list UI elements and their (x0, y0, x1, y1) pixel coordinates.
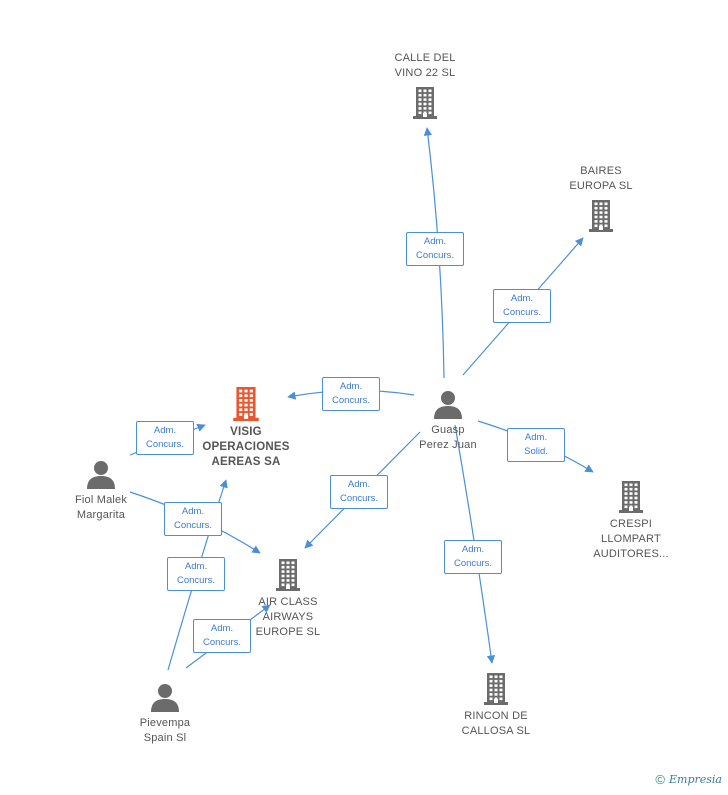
node-rincon[interactable]: RINCON DE CALLOSA SL (441, 673, 551, 739)
brand-name: Empresia (669, 773, 722, 786)
building-icon (618, 481, 644, 513)
node-label: CRESPI LLOMPART AUDITORES... (593, 518, 669, 560)
node-label: CALLE DEL VINO 22 SL (394, 52, 456, 79)
person-icon (433, 389, 463, 419)
person-icon (86, 459, 116, 489)
node-label: AIR CLASS AIRWAYS EUROPE SL (255, 596, 321, 638)
node-guasp[interactable]: Guasp Perez Juan (393, 389, 503, 453)
person-icon (150, 682, 180, 712)
node-pievempa[interactable]: Pievempa Spain Sl (110, 682, 220, 746)
node-airclass[interactable]: AIR CLASS AIRWAYS EUROPE SL (233, 559, 343, 640)
edge-label[interactable]: Adm. Concurs. (322, 377, 380, 411)
building-icon (588, 200, 614, 232)
node-label: Fiol Malek Margarita (74, 494, 128, 521)
node-fiol[interactable]: Fiol Malek Margarita (46, 459, 156, 523)
edge-label[interactable]: Adm. Concurs. (164, 502, 222, 536)
node-baires[interactable]: BAIRES EUROPA SL (546, 164, 656, 232)
edge-label[interactable]: Adm. Concurs. (444, 540, 502, 574)
footer-brand: © Empresia (655, 772, 722, 787)
edge-label[interactable]: Adm. Concurs. (136, 421, 194, 455)
node-label: VISIG OPERACIONES AEREAS SA (202, 426, 290, 468)
copyright-symbol: © (655, 772, 665, 787)
node-calle[interactable]: CALLE DEL VINO 22 SL (370, 51, 480, 119)
node-label: Guasp Perez Juan (419, 424, 477, 451)
edge-label[interactable]: Adm. Concurs. (493, 289, 551, 323)
node-label: RINCON DE CALLOSA SL (461, 710, 531, 737)
node-label: BAIRES EUROPA SL (569, 165, 633, 192)
edge-label[interactable]: Adm. Solid. (507, 428, 565, 462)
building-icon (275, 559, 301, 591)
edge-label[interactable]: Adm. Concurs. (406, 232, 464, 266)
edge-label[interactable]: Adm. Concurs. (193, 619, 251, 653)
building-icon (412, 87, 438, 119)
building-icon (483, 673, 509, 705)
node-crespi[interactable]: CRESPI LLOMPART AUDITORES... (576, 481, 686, 562)
building-icon (232, 387, 260, 421)
node-visig[interactable]: VISIG OPERACIONES AEREAS SA (191, 387, 301, 470)
edge-label[interactable]: Adm. Concurs. (330, 475, 388, 509)
edge-label[interactable]: Adm. Concurs. (167, 557, 225, 591)
node-label: Pievempa Spain Sl (139, 717, 191, 744)
